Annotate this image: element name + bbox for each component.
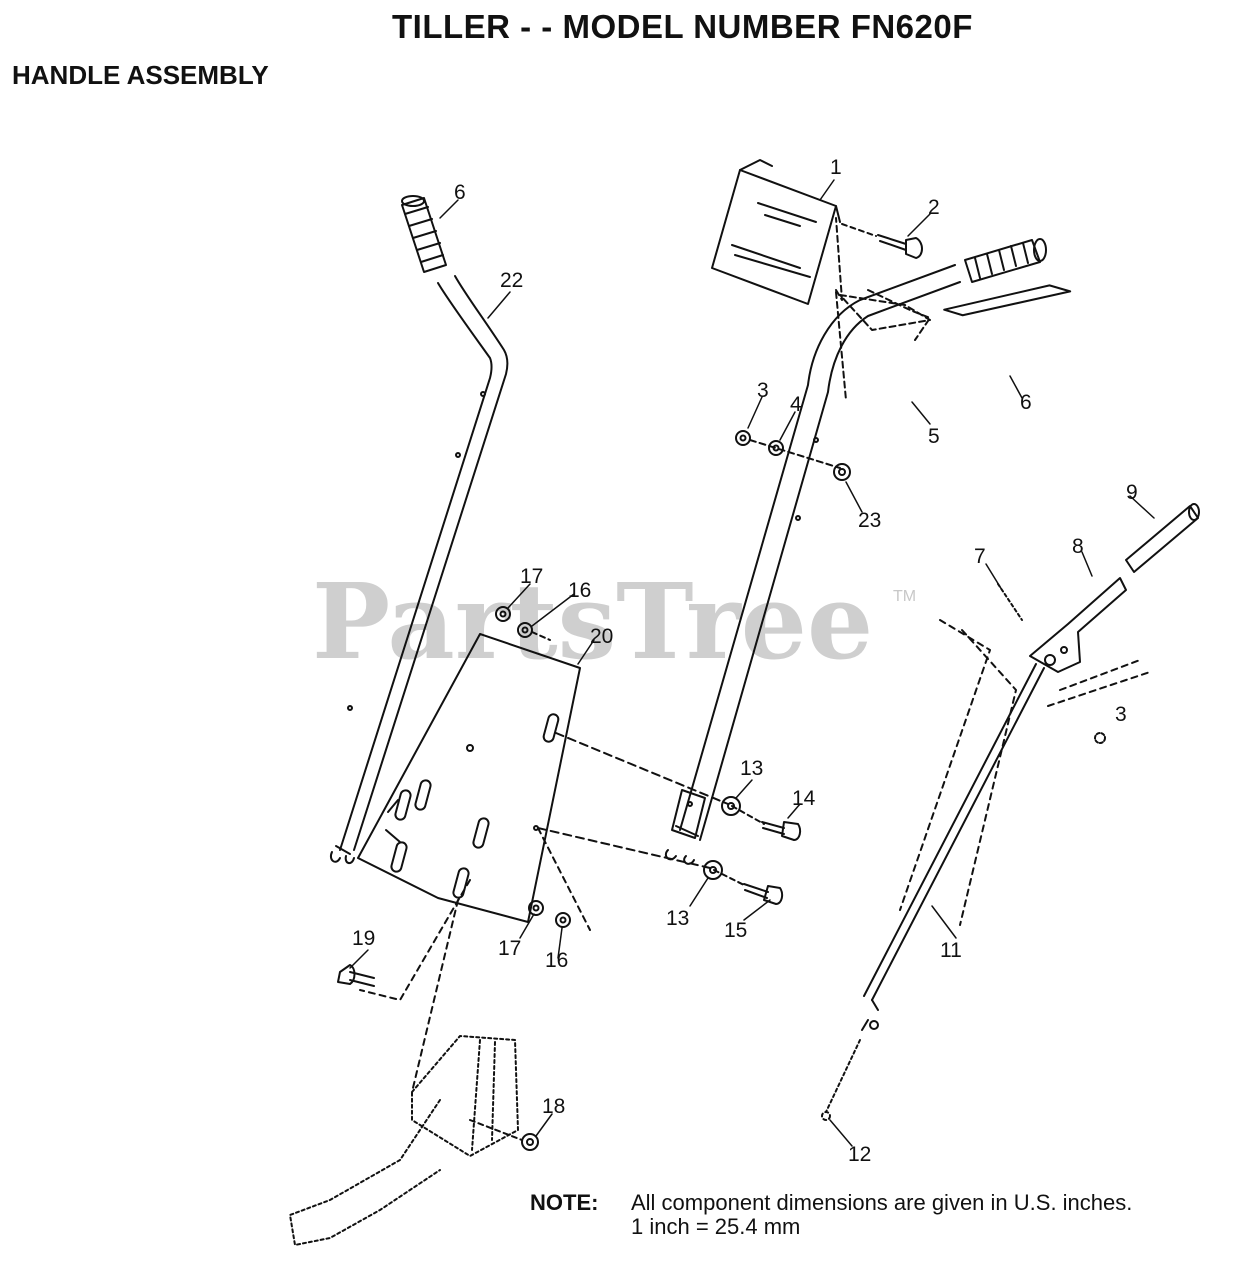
callout-3-lower: 3 [1115,703,1127,726]
washer-part-17-top [495,606,511,622]
note-line-1: All component dimensions are given in U.… [631,1190,1133,1215]
page-title: TILLER - - MODEL NUMBER FN620F [392,8,973,45]
washer-part-17-bottom [528,900,544,916]
bolt-part-19 [337,964,375,987]
washer-part-16-top [517,622,533,638]
grip-part-9 [1125,503,1200,573]
washer-part-3 [735,430,751,446]
callout-6-left: 6 [454,181,466,204]
lever-bracket-part-8 [1029,577,1127,673]
watermark-trademark: TM [893,588,917,605]
cover-part-1 [711,159,841,305]
panel-part-20 [357,633,581,923]
washer-part-4 [768,440,784,456]
callout-23: 23 [858,509,882,532]
callout-22: 22 [500,269,524,292]
callout-11: 11 [940,939,962,962]
callout-13-lower: 13 [666,907,690,930]
washer-part-18 [521,1133,539,1151]
screw-part-2 [841,223,923,259]
right-handle-part-5 [664,264,961,865]
nut-part-3-right [1094,732,1106,744]
callout-14: 14 [792,787,816,810]
lever-outline [835,289,931,401]
note-label: NOTE: [530,1190,599,1215]
callout-6-right: 6 [1020,391,1032,414]
frame-bracket [289,1035,519,1246]
callout-4: 4 [790,393,802,416]
callout-18: 18 [542,1095,566,1118]
note-line-2: 1 inch = 25.4 mm [631,1214,801,1239]
rod-outline [899,619,1151,926]
callout-12: 12 [848,1143,872,1166]
callout-20: 20 [590,625,614,648]
callout-16-top: 16 [568,579,592,602]
callout-8: 8 [1072,535,1084,558]
section-title: HANDLE ASSEMBLY [12,60,269,90]
control-rod-part-11 [861,663,1045,1031]
left-handle-part-22 [330,275,509,864]
rod-end-part-12 [821,1039,861,1121]
bolt-part-15 [743,883,784,905]
watermark: PartsTree [312,560,874,683]
right-grip-part-6 [943,238,1072,317]
washer-part-23 [833,463,851,481]
callout-17-bottom: 17 [498,937,522,960]
callout-19: 19 [352,927,376,950]
left-grip-part-6 [401,195,447,273]
callout-5: 5 [928,425,940,448]
callout-16-bottom: 16 [545,949,569,972]
bolt-part-14 [761,821,802,841]
callout-7: 7 [974,545,986,568]
washer-part-16-bottom [555,912,571,928]
callout-3-upper: 3 [757,379,769,402]
callout-13-upper: 13 [740,757,764,780]
callout-17-top: 17 [520,565,544,588]
callout-15: 15 [724,919,748,942]
callout-1: 1 [830,156,842,179]
callout-2: 2 [928,196,940,219]
callout-9: 9 [1126,481,1138,504]
